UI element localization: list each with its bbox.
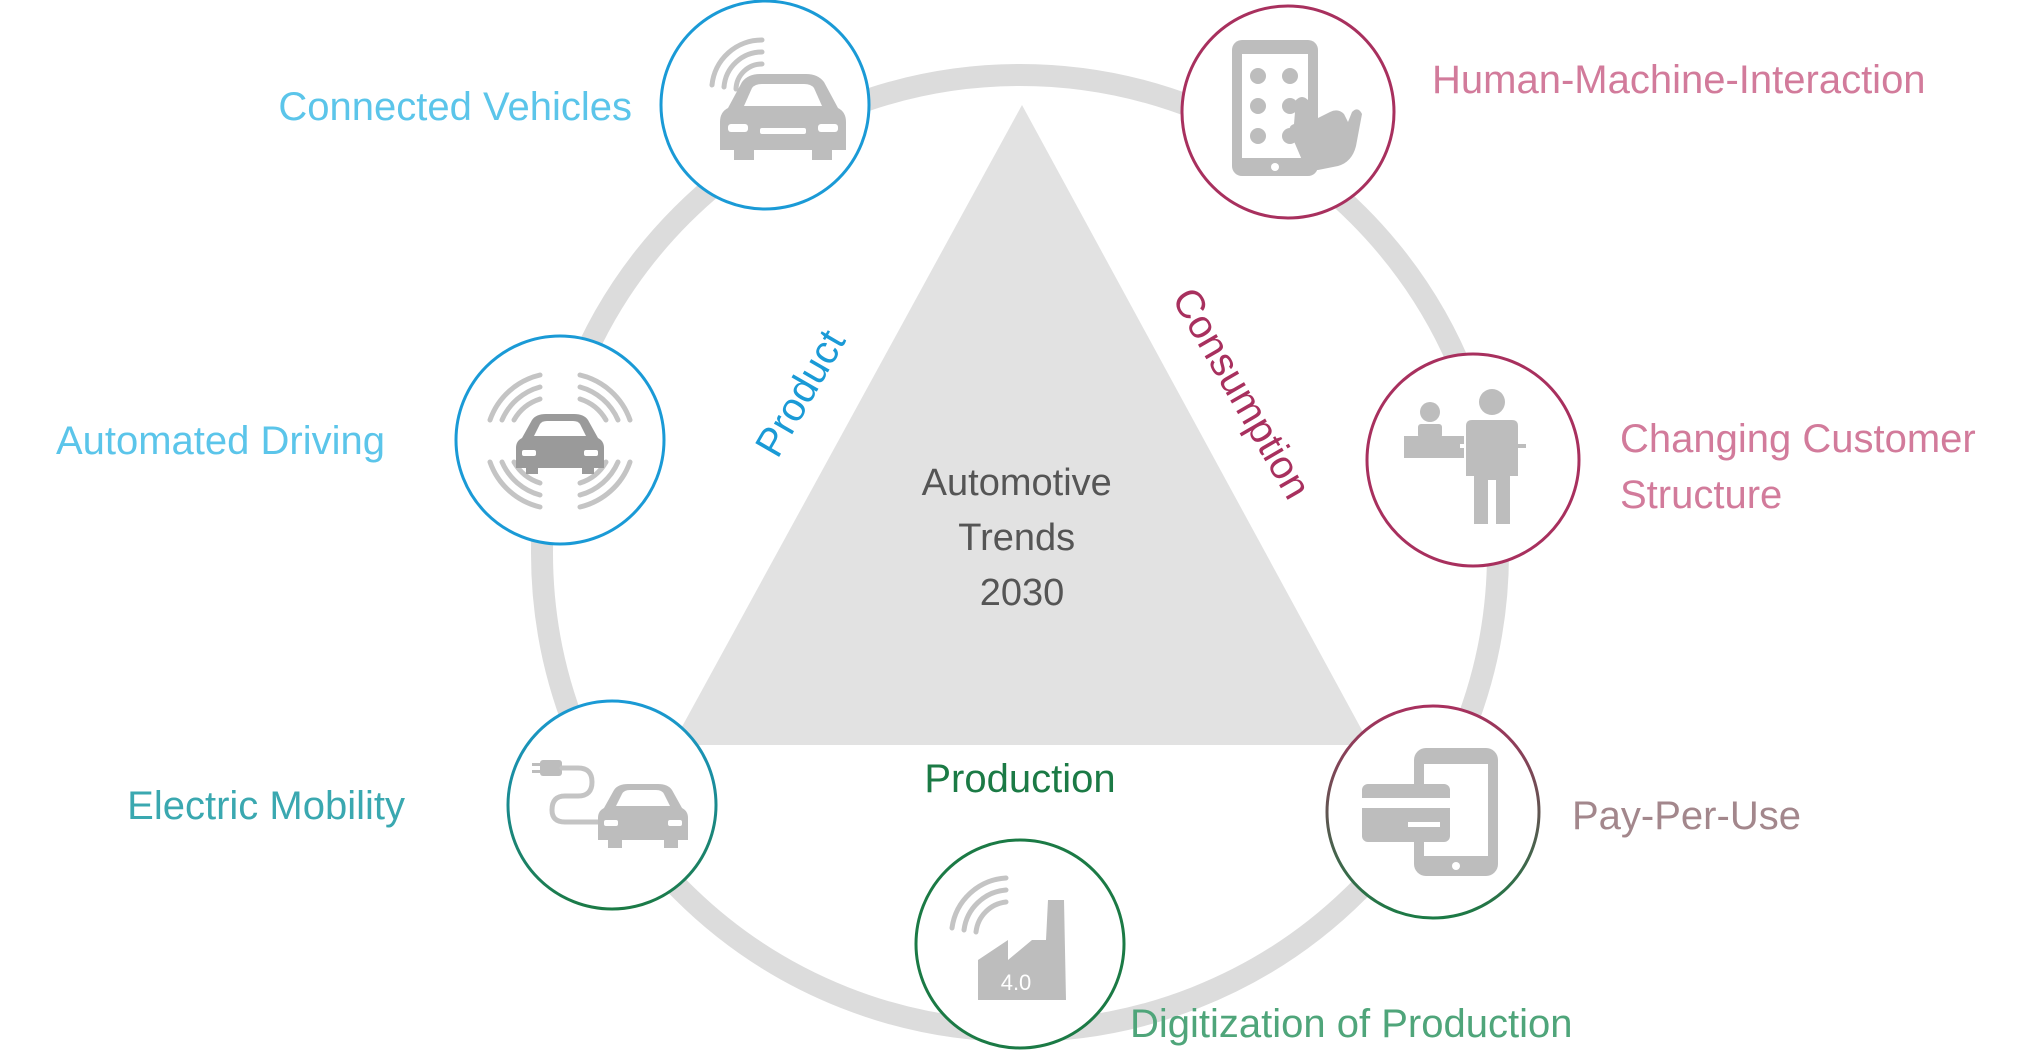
tablet-touch-icon: [1232, 40, 1362, 176]
center-title-line-1: Automotive: [922, 462, 1112, 504]
label-electric-mobility: Electric Mobility: [127, 784, 405, 828]
side-label-production: Production: [924, 757, 1115, 801]
node-digitization-of-production: 4.0: [914, 838, 1126, 1050]
label-digitization-of-production: Digitization of Production: [1130, 1002, 1572, 1046]
center-title-line-3: 2030: [980, 572, 1065, 614]
trends-triangle: [672, 105, 1370, 745]
label-connected-vehicles: Connected Vehicles: [278, 85, 632, 129]
center-title: Automotive Trends 2030: [922, 462, 1123, 614]
phone-card-icon: [1362, 748, 1498, 876]
car-wifi-icon: [709, 37, 846, 160]
node-automated-driving: [454, 334, 666, 546]
label-pay-per-use: Pay-Per-Use: [1572, 794, 1801, 838]
customer-people-icon: [1404, 389, 1526, 524]
label-changing-customer-line-2: Structure: [1620, 473, 1782, 517]
node-pay-per-use: [1325, 704, 1541, 920]
car-sensor-icon: [487, 372, 633, 510]
electric-car-plug-icon: [532, 760, 688, 848]
label-human-machine-interaction: Human-Machine-Interaction: [1432, 58, 1926, 102]
center-title-line-2: Trends: [958, 517, 1075, 559]
factory-badge: 4.0: [1001, 970, 1032, 995]
label-automated-driving: Automated Driving: [56, 419, 385, 463]
factory-wifi-icon: 4.0: [949, 875, 1066, 1000]
node-changing-customer-structure: [1365, 352, 1581, 568]
node-human-machine-interaction: [1180, 4, 1396, 220]
node-connected-vehicles: [659, 0, 871, 211]
node-electric-mobility: [506, 699, 718, 911]
label-changing-customer-line-1: Changing Customer: [1620, 417, 1976, 461]
